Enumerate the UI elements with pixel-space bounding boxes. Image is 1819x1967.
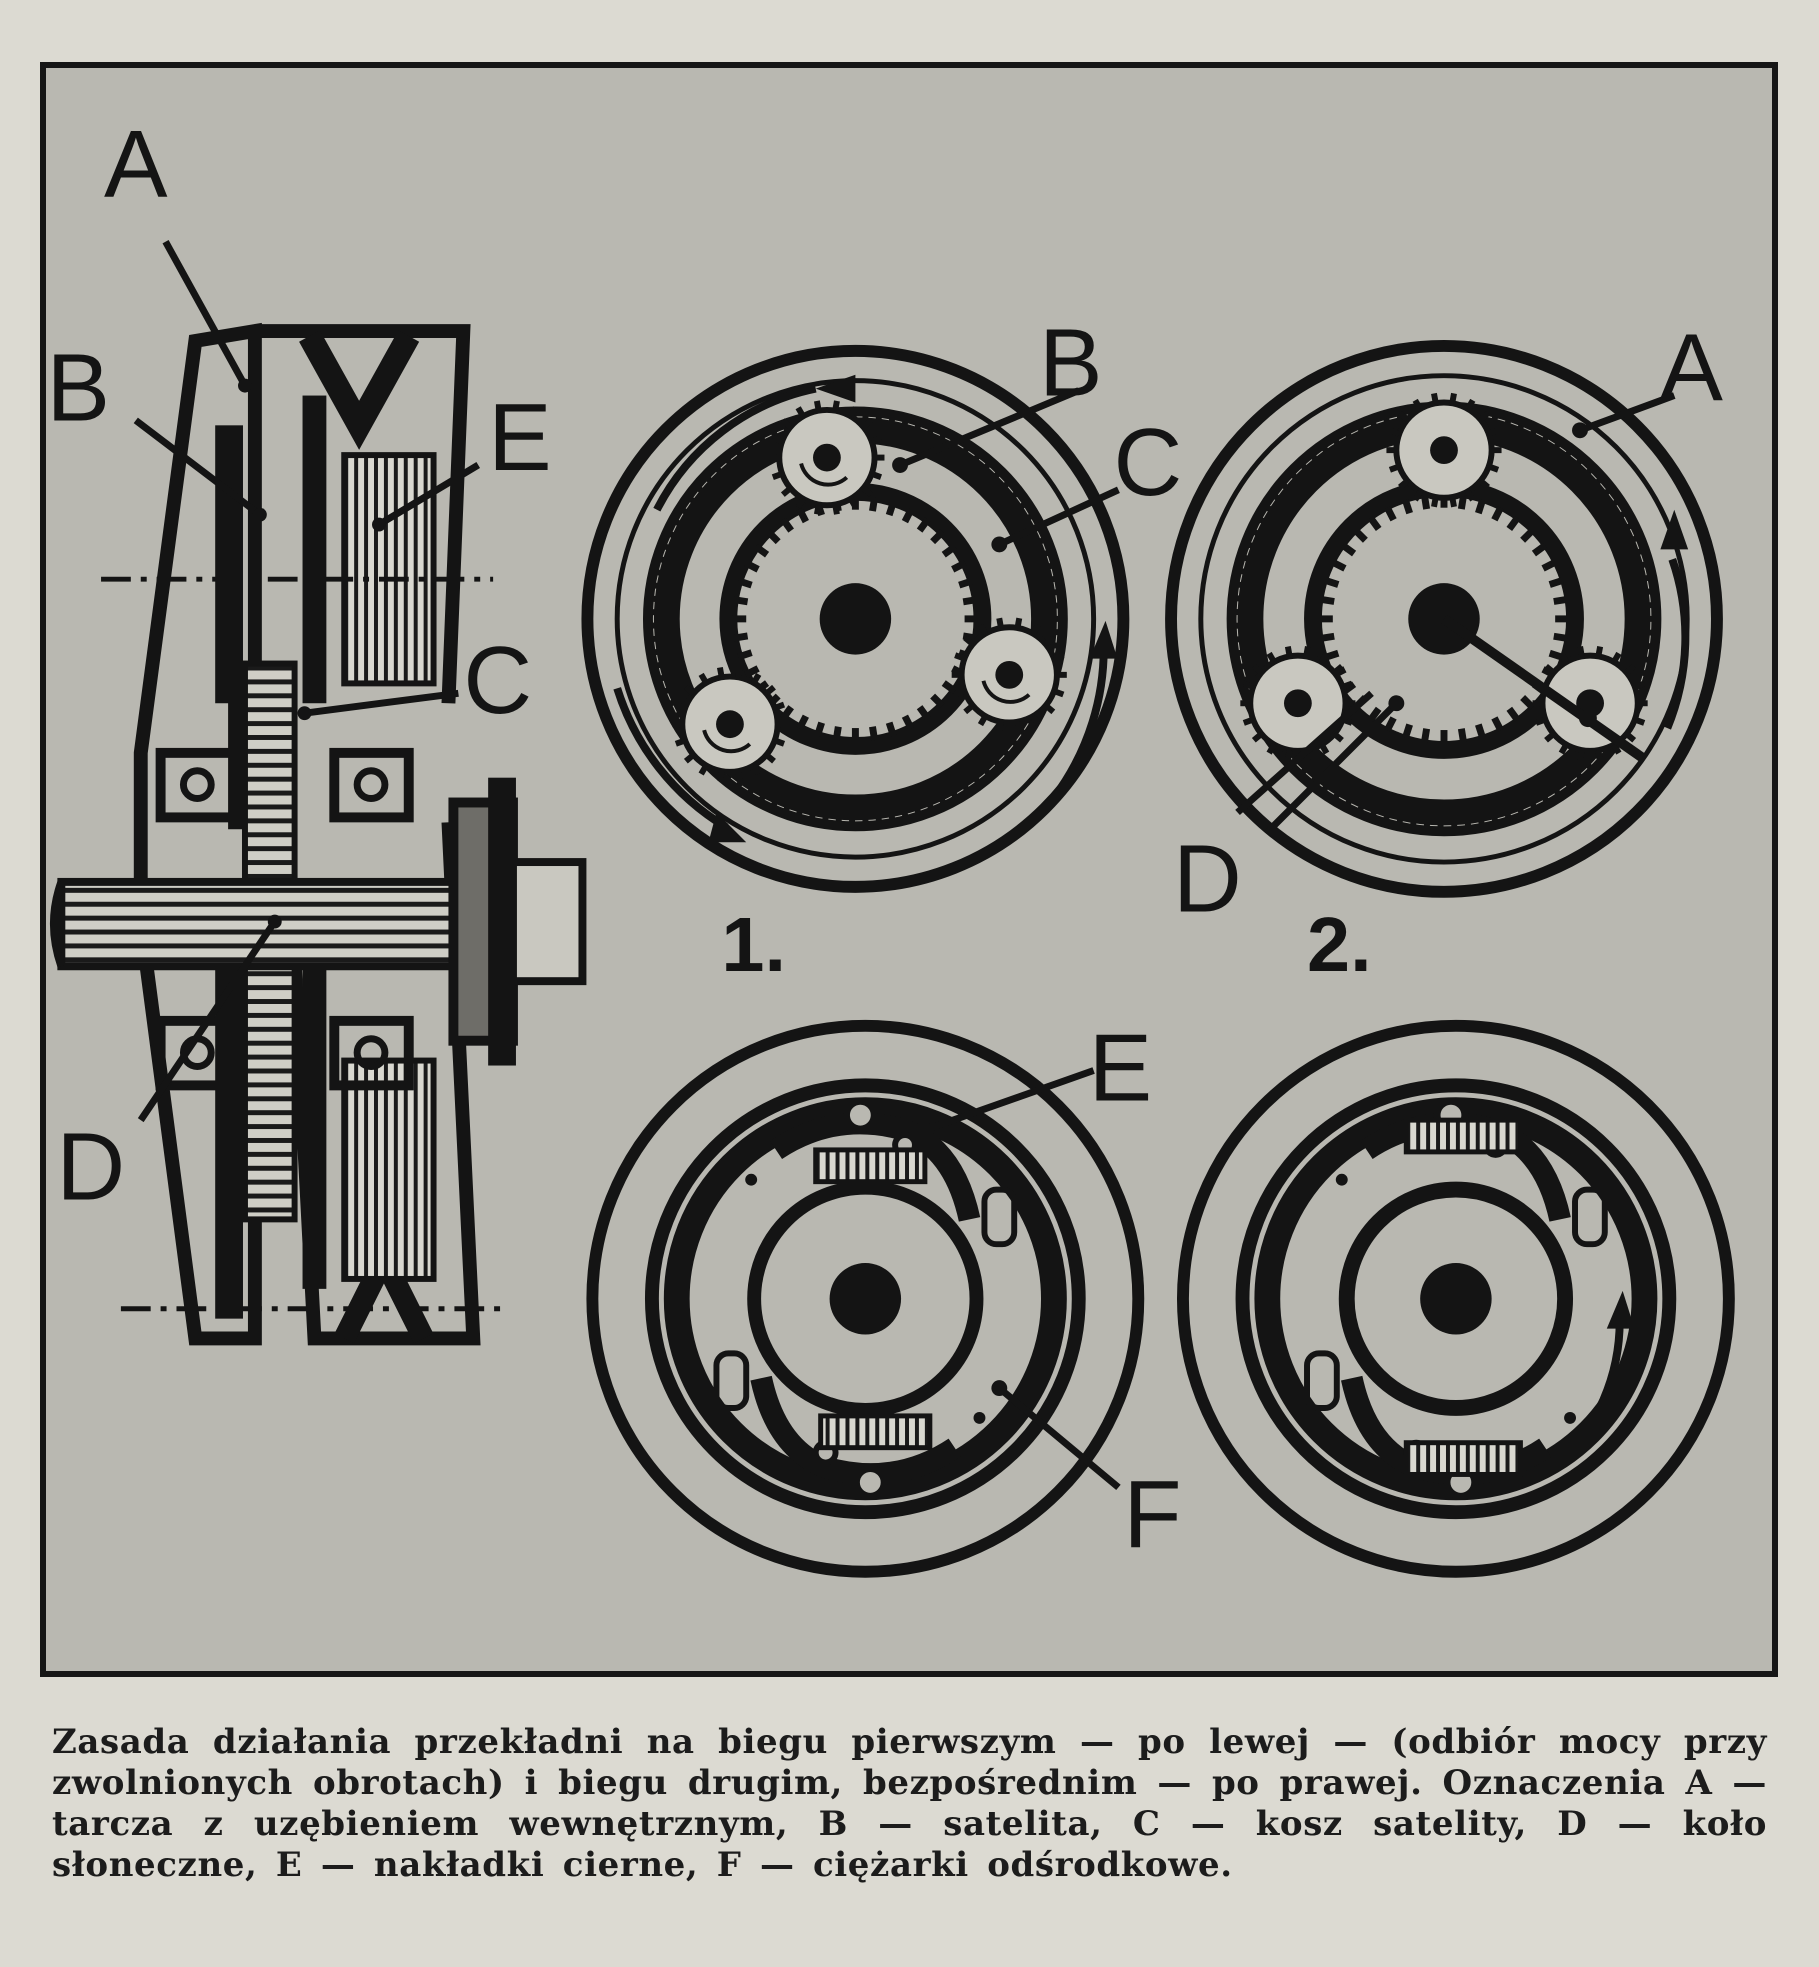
label-f-clutch1: F — [1123, 1462, 1181, 1568]
view-number-2: 2. — [1307, 902, 1372, 988]
figure-caption: Zasada działania przekładni na biegu pie… — [52, 1722, 1767, 1885]
label-b-gear1: B — [1039, 311, 1103, 417]
gearbox-diagram: A B E C D B C 1. — [46, 112, 1735, 1578]
label-c-left: C — [463, 628, 532, 734]
view-number-1: 1. — [721, 902, 786, 988]
cross-section-view: A B E C D — [46, 112, 587, 1346]
centrifugal-clutch-view-1 — [586, 1019, 1145, 1578]
label-a-left: A — [104, 112, 168, 218]
label-b-left: B — [46, 335, 110, 441]
label-e-clutch1: E — [1089, 1015, 1153, 1121]
label-c-gear1: C — [1113, 410, 1182, 516]
planetary-gear-view-2 — [1165, 339, 1723, 898]
diagram-panel: A B E C D B C 1. — [40, 62, 1778, 1677]
planetary-gear-view-1 — [581, 344, 1130, 893]
label-a-gear2: A — [1659, 316, 1723, 422]
label-d-left: D — [56, 1115, 125, 1221]
label-d-gear2: D — [1173, 827, 1242, 933]
label-e-left: E — [488, 385, 552, 491]
centrifugal-clutch-view-2 — [1176, 1019, 1735, 1578]
